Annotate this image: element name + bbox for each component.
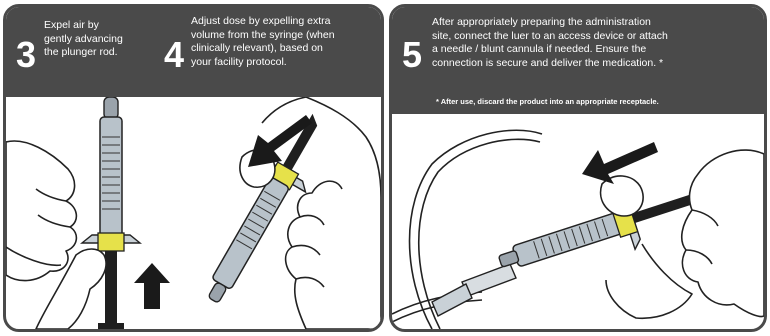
instruction-panel-steps-3-4: 3 Expel air by gently advancing the plun… xyxy=(3,4,384,332)
step-4-line: Adjust dose by expelling extra xyxy=(191,15,335,29)
step-3-text: Expel air by gently advancing the plunge… xyxy=(44,19,123,60)
step-5-line: After appropriately preparing the admini… xyxy=(432,16,668,30)
step-4-text: Adjust dose by expelling extra volume fr… xyxy=(191,15,335,69)
disposal-note: * After use, discard the product into an… xyxy=(436,97,659,107)
instruction-panel-step-5: 5 After appropriately preparing the admi… xyxy=(389,4,767,332)
illustration-svg xyxy=(6,97,381,329)
syringe-vertical-icon xyxy=(82,97,140,329)
step-5-text: After appropriately preparing the admini… xyxy=(432,16,668,70)
illustration-svg xyxy=(392,114,764,329)
step-5-line: connection is secure and deliver the med… xyxy=(432,57,668,71)
step-5-number: 5 xyxy=(402,37,422,73)
panel-header: 3 Expel air by gently advancing the plun… xyxy=(6,7,381,97)
step-3-number: 3 xyxy=(16,37,36,73)
arrow-up-icon xyxy=(134,263,170,309)
illustration-steps-3-4 xyxy=(6,97,381,329)
step-4-line: clinically relevant), based on xyxy=(191,42,335,56)
panel-header: 5 After appropriately preparing the admi… xyxy=(392,7,764,114)
step-3-line: the plunger rod. xyxy=(44,46,123,60)
step-3-line: Expel air by xyxy=(44,19,123,33)
step-3-line: gently advancing xyxy=(44,33,123,47)
step-4-line: your facility protocol. xyxy=(191,56,335,70)
step-4-line: volume from the syringe (when xyxy=(191,29,335,43)
step-5-line: site, connect the luer to an access devi… xyxy=(432,30,668,44)
access-device-icon xyxy=(432,264,516,316)
illustration-step-5 xyxy=(392,114,764,329)
step-5-line: a needle / blunt cannula if needed. Ensu… xyxy=(432,43,668,57)
step-4-number: 4 xyxy=(164,37,184,73)
hand-left-icon xyxy=(6,141,76,281)
